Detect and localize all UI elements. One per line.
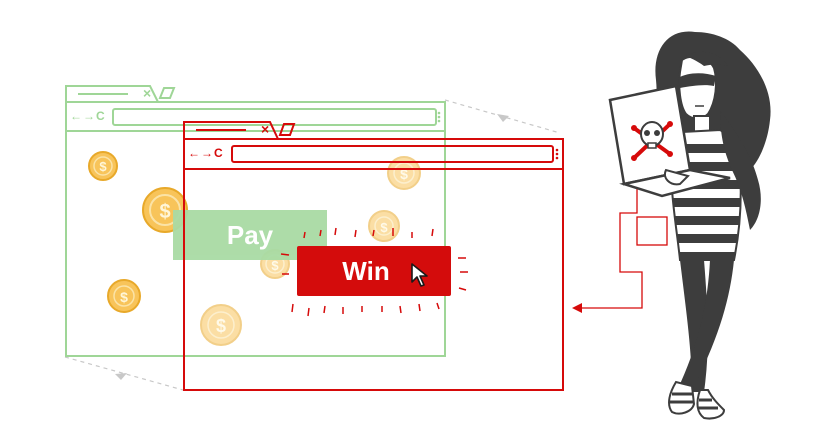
pay-button[interactable]: Pay xyxy=(173,210,327,260)
red-window-frame xyxy=(183,121,564,391)
win-button[interactable]: Win xyxy=(297,246,451,296)
skull-crossbones-icon xyxy=(631,121,673,161)
svg-text:$: $ xyxy=(271,258,279,273)
pay-button-label: Pay xyxy=(226,219,274,250)
win-button-label: Win xyxy=(342,255,390,286)
red-window-nav[interactable]: ←→C xyxy=(188,146,224,160)
svg-text:$: $ xyxy=(120,289,128,305)
green-window-frame xyxy=(65,85,446,357)
green-window-close-icon[interactable]: × xyxy=(143,85,152,101)
coin-icon: $ xyxy=(107,279,141,313)
svg-text:$: $ xyxy=(380,220,388,235)
svg-text:$: $ xyxy=(159,201,170,223)
coin-icon: $ xyxy=(200,304,242,346)
attacker-hand xyxy=(664,168,690,186)
coin-icon: $ xyxy=(368,210,400,242)
coin-icon: $ xyxy=(88,151,118,181)
red-window-close-icon[interactable]: × xyxy=(261,121,270,137)
svg-text:$: $ xyxy=(400,166,408,182)
attacker-connector xyxy=(580,180,668,309)
connector-arrow xyxy=(572,303,582,313)
win-flash-ticks xyxy=(280,227,468,317)
mouse-cursor-icon xyxy=(411,263,428,287)
attacker-shoes xyxy=(668,380,726,420)
projection-arrows xyxy=(115,114,509,380)
attacker-figure xyxy=(608,31,771,420)
menu-dots xyxy=(437,111,559,160)
svg-text:$: $ xyxy=(216,316,226,336)
eye-mask-icon xyxy=(678,73,716,88)
green-window-nav[interactable]: ←→C xyxy=(70,109,106,123)
attacker-legs xyxy=(680,260,734,392)
attacker-face xyxy=(678,55,717,120)
svg-text:$: $ xyxy=(99,159,107,174)
